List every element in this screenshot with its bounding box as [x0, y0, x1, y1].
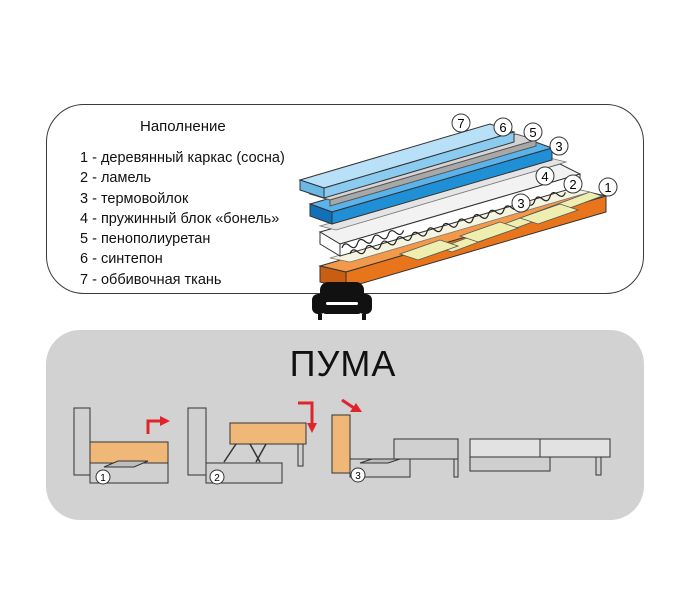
step-4-unfolded-bed [469, 438, 611, 476]
step-1-folded-sofa: 1 [73, 407, 170, 485]
callout-1: 1 [598, 177, 618, 197]
legend-title: Наполнение [140, 118, 226, 135]
callout-6: 6 [493, 117, 513, 137]
arrow-right-icon [160, 416, 170, 426]
legend-item: 7 - оббивочная ткань [80, 271, 222, 288]
svg-text:7: 7 [457, 116, 464, 131]
svg-text:2: 2 [569, 177, 576, 192]
step-number: 1 [100, 473, 106, 484]
model-title: ПУМА [289, 343, 397, 384]
legend-item: 5 - пенополиуретан [80, 231, 211, 248]
arrow-down-icon [307, 423, 317, 433]
callout-7: 7 [451, 113, 471, 133]
layer-upholstery-fabric [298, 123, 516, 199]
step-number: 2 [214, 473, 220, 484]
svg-text:3: 3 [517, 196, 524, 211]
callout-3-lower: 3 [511, 193, 531, 213]
transformation-steps: 1 2 3 [73, 398, 611, 485]
legend-item: 2 - ламель [80, 170, 152, 187]
legend-item: 3 - термовойлок [80, 190, 189, 207]
layer-slats [398, 191, 604, 261]
callout-2: 2 [563, 174, 583, 194]
legend-item: 6 - синтепон [80, 251, 163, 268]
armchair-icon [312, 282, 372, 320]
svg-text:1: 1 [604, 180, 611, 195]
svg-text:6: 6 [499, 120, 506, 135]
arrow-diagonal-icon [350, 403, 362, 412]
svg-text:5: 5 [529, 125, 536, 140]
step-2-seat-lifted: 2 [187, 401, 317, 485]
callout-4: 4 [535, 166, 555, 186]
legend-item: 4 - пружинный блок «бонель» [80, 210, 280, 227]
svg-text:4: 4 [541, 169, 548, 184]
step-number: 3 [355, 471, 361, 482]
svg-text:3: 3 [555, 139, 562, 154]
legend-item: 1 - деревянный каркас (сосна) [80, 150, 285, 166]
mattress-layers-diagram: 1 2 3 4 5 6 7 3 [298, 113, 618, 289]
callout-3: 3 [549, 136, 569, 156]
callout-5: 5 [523, 122, 543, 142]
step-3-backrest-down: 3 [331, 398, 459, 483]
legend-list: 1 - деревянный каркас (сосна) 2 - ламель… [80, 148, 285, 290]
